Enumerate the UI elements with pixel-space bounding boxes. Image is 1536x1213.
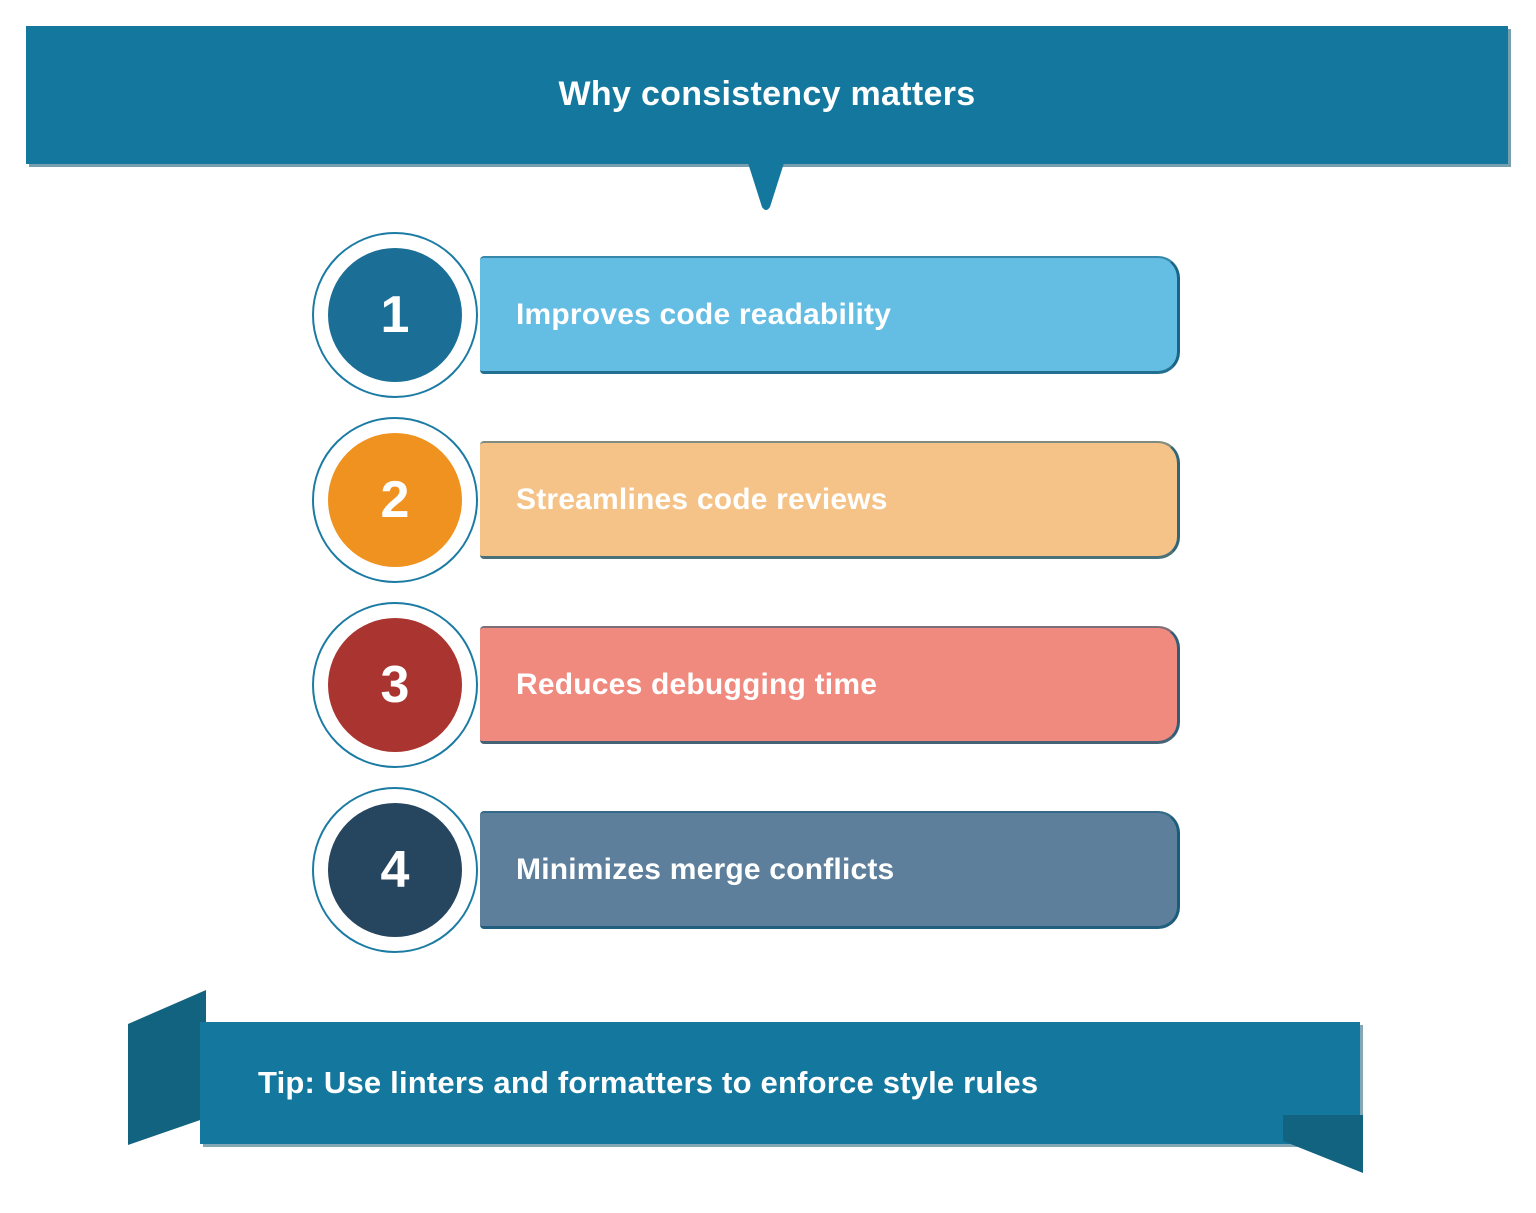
step-bar[interactable]: Improves code readability (480, 256, 1180, 374)
step-bar[interactable]: Minimizes merge conflicts (480, 811, 1180, 929)
step-badge: 1 (304, 230, 480, 400)
list-item[interactable]: Improves code readability 1 (300, 230, 1190, 400)
step-badge: 3 (304, 600, 480, 770)
down-arrow-pointer-icon (748, 163, 784, 211)
step-number: 1 (380, 286, 410, 344)
step-number: 2 (380, 471, 410, 529)
tip-ribbon: Tip: Use linters and formatters to enfor… (128, 990, 1363, 1173)
step-badge: 2 (304, 415, 480, 585)
header-banner: Why consistency matters (26, 26, 1508, 164)
list-item[interactable]: Minimizes merge conflicts 4 (300, 785, 1190, 955)
step-label: Reduces debugging time (516, 667, 878, 701)
page-title: Why consistency matters (558, 75, 976, 114)
tip-text: Tip: Use linters and formatters to enfor… (258, 1065, 1039, 1100)
list-item[interactable]: Streamlines code reviews 2 (300, 415, 1190, 585)
tip-banner: Tip: Use linters and formatters to enfor… (200, 1022, 1360, 1144)
step-badge: 4 (304, 785, 480, 955)
ribbon-fold-left-icon (128, 990, 206, 1145)
step-number: 4 (380, 841, 410, 899)
step-number-circle: 2 (328, 433, 462, 567)
step-number-circle: 3 (328, 618, 462, 752)
step-bar[interactable]: Streamlines code reviews (480, 441, 1180, 559)
step-bar[interactable]: Reduces debugging time (480, 626, 1180, 744)
step-label: Streamlines code reviews (516, 482, 888, 516)
ribbon-fold-right-icon (1283, 1115, 1363, 1173)
step-number-circle: 4 (328, 803, 462, 937)
step-number: 3 (380, 656, 410, 714)
step-number-circle: 1 (328, 248, 462, 382)
list-item[interactable]: Reduces debugging time 3 (300, 600, 1190, 770)
step-label: Minimizes merge conflicts (516, 852, 895, 886)
step-label: Improves code readability (516, 297, 892, 331)
